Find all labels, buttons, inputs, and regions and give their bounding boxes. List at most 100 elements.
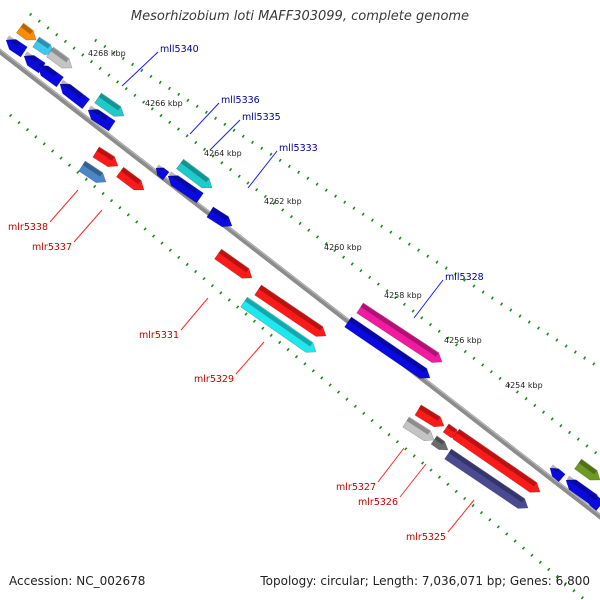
gene-arrow: [402, 416, 435, 442]
gene-arrow: [115, 166, 145, 191]
label-leader: [413, 279, 444, 319]
gene-shade: [578, 459, 597, 475]
label-leader: [399, 463, 427, 498]
gene-body: [587, 495, 600, 512]
gene-shade: [6, 35, 21, 47]
gene-body: [402, 416, 435, 442]
gene-shade: [258, 285, 323, 331]
gene-arrow: [175, 158, 213, 189]
gene-shade: [96, 147, 115, 161]
scale-tick-label: 4256 kbp: [444, 336, 482, 345]
gene-body: [59, 83, 91, 110]
gene-shade: [550, 464, 560, 473]
gene-body: [452, 428, 541, 493]
label-leader: [121, 51, 159, 87]
gene-arrow: [356, 302, 443, 363]
tick-dot-row: [9, 113, 586, 600]
gene-arrow: [37, 61, 64, 88]
gene-shade: [180, 159, 209, 183]
gene-arrow: [549, 464, 566, 483]
gene-shade: [448, 449, 525, 503]
scale-tick-label: 4264 kbp: [204, 149, 242, 158]
gene-arrow: [32, 36, 55, 55]
gene-body: [240, 296, 317, 353]
gene-body: [37, 65, 64, 88]
gene-label-minus: mlr5338: [8, 222, 48, 233]
gene-body: [155, 167, 170, 181]
scale-tick-label: 4260 kbp: [324, 243, 362, 252]
gene-shade: [456, 429, 537, 487]
scale-tick-label: 4254 kbp: [505, 381, 543, 390]
backbone-highlight: [0, 48, 600, 516]
scale-tick-label: 4262 kbp: [264, 197, 302, 206]
label-leader: [247, 150, 278, 189]
gene-body: [87, 109, 116, 132]
gene-shade: [406, 417, 431, 435]
gene-arrow: [214, 248, 253, 279]
label-leader: [189, 102, 220, 135]
gene-label-plus: mll5340: [160, 44, 199, 55]
gene-body: [356, 302, 443, 363]
gene-shade: [60, 79, 83, 99]
genome-title: Mesorhizobium loti MAFF303099, complete …: [130, 9, 470, 24]
gene-shade: [24, 51, 39, 63]
gene-arrow: [87, 105, 116, 132]
gene-shade: [82, 161, 103, 177]
gene-label-minus: mlr5329: [194, 374, 234, 385]
gene-arrow: [414, 404, 445, 428]
gene-body: [15, 22, 37, 41]
backbone-line: [0, 48, 600, 520]
gene-shade: [50, 47, 69, 63]
gene-body: [254, 284, 327, 337]
gene-arrow: [78, 160, 107, 183]
gene-arrow: [15, 22, 37, 41]
gene-label-minus: mlr5331: [139, 330, 179, 341]
tick-dot-rows: [9, 12, 600, 600]
gene-arrow: [155, 164, 170, 181]
gene-arrow: [254, 284, 327, 337]
gene-shade: [588, 491, 599, 501]
gene-arrow: [444, 448, 529, 509]
scale-tick-label: 4266 kbp: [145, 99, 183, 108]
scale-tick-label: 4258 kbp: [384, 291, 422, 300]
gene-arrow: [94, 92, 125, 117]
gene-body: [206, 206, 233, 228]
label-leader: [377, 447, 405, 483]
gene-arrow: [59, 79, 91, 110]
gene-label-minus: mlr5325: [406, 532, 446, 543]
gene-shade: [98, 93, 121, 111]
gene-body: [549, 467, 566, 483]
gene-label-plus: mll5333: [279, 143, 318, 154]
label-leader: [209, 119, 241, 151]
scale-tick-label: 4268 kbp: [88, 49, 126, 58]
scale-ticks: 4268 kbp 4266 kbp 4264 kbp 4262 kbp 4260 kbp…: [88, 49, 543, 390]
gene-arrow: [167, 171, 204, 204]
gene-shade: [218, 249, 249, 273]
gene-body: [5, 39, 28, 58]
gene-body: [414, 404, 445, 428]
gene-features: [5, 22, 600, 512]
gene-shade: [210, 207, 229, 221]
gene-arrow: [46, 46, 73, 69]
gene-shade: [38, 61, 57, 77]
tick-dot-row: [94, 38, 600, 370]
label-leader: [447, 499, 475, 533]
gene-body: [92, 146, 119, 168]
gene-body: [167, 175, 204, 204]
accession-text: Accession: NC_002678: [9, 574, 146, 588]
gene-shade: [88, 105, 109, 121]
gene-label-minus: mlr5327: [336, 482, 376, 493]
gene-body: [344, 316, 431, 379]
gene-body: [115, 166, 145, 191]
gene-body: [214, 248, 253, 279]
gene-label-plus: mll5335: [242, 112, 281, 123]
gene-shade: [360, 303, 439, 357]
gene-arrow: [206, 206, 233, 228]
gene-arrow: [5, 35, 28, 58]
gene-label-plus: mll5336: [221, 95, 260, 106]
gene-label-plus: mll5328: [445, 272, 484, 283]
gene-shade: [566, 475, 591, 495]
gene-shade: [348, 317, 427, 373]
gene-shade: [168, 171, 197, 193]
